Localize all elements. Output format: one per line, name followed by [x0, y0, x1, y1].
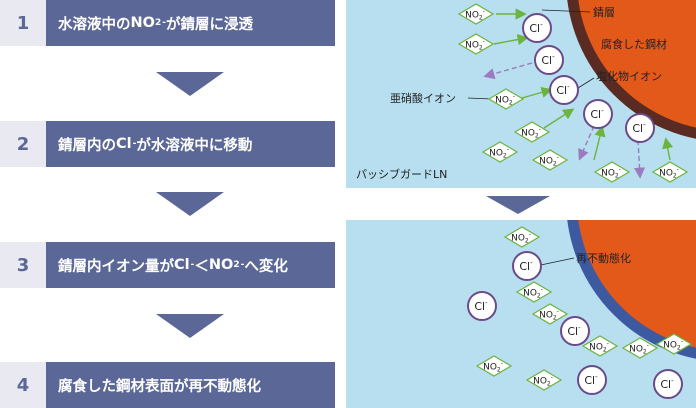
svg-text:Cl-: Cl- [474, 299, 488, 313]
step-number-4: 4 [0, 362, 46, 408]
svg-text:NO2-: NO2- [483, 361, 503, 374]
no2-ion: NO2- [525, 369, 563, 391]
label-chloride: 塩化物イオン [596, 69, 662, 83]
svg-text:Cl-: Cl- [541, 53, 555, 67]
svg-text:NO2-: NO2- [589, 341, 609, 354]
step-1-text-b: が錆層に浸透 [165, 16, 253, 33]
no2-ion: NO2- [515, 281, 553, 303]
cl-ion: Cl- [625, 113, 655, 143]
svg-text:NO2-: NO2- [539, 155, 559, 168]
step-3-ion-cl-charge: - [190, 260, 195, 270]
step-2-ion: Cl [116, 136, 132, 152]
step-3-ion-no: NO [208, 257, 234, 273]
label-rust: 錆層 [593, 5, 615, 19]
step-3-less-than: ＜ [194, 258, 209, 275]
svg-text:Cl-: Cl- [519, 259, 533, 273]
svg-text:NO2-: NO2- [539, 309, 559, 322]
cl-ion: Cl- [560, 316, 590, 346]
svg-text:NO2-: NO2- [533, 375, 553, 388]
svg-text:NO2-: NO2- [521, 127, 541, 140]
svg-text:NO2-: NO2- [601, 167, 621, 180]
no2-ion: NO2- [593, 161, 631, 183]
step-2-ion-charge: - [132, 139, 137, 149]
no2-ion: NO2- [651, 161, 689, 183]
no2-ion: NO2- [513, 121, 551, 143]
cl-ion: Cl- [522, 13, 552, 43]
step-1-ion: NO [130, 15, 155, 31]
step-3-ion-cl: Cl [174, 257, 190, 273]
svg-text:NO2-: NO2- [663, 339, 683, 352]
no2-ion: NO2- [581, 335, 619, 357]
steel-top [578, 0, 696, 128]
step-number-2: 2 [0, 121, 46, 167]
down-arrow-1 [156, 72, 224, 96]
step-3-ion-no-charge: - [240, 260, 245, 270]
no2-ion: NO2- [457, 3, 495, 25]
step-1-ion-sub: 2 [154, 18, 162, 28]
svg-text:Cl-: Cl- [632, 121, 646, 135]
step-2-text-a: 錆層内の [58, 137, 116, 154]
no2-ion: NO2- [457, 33, 495, 55]
svg-text:NO2-: NO2- [495, 94, 515, 107]
label-repassivation: 再不動態化 [576, 251, 631, 265]
label-product: パッシブガードLN [356, 167, 447, 181]
svg-text:Cl-: Cl- [556, 83, 570, 97]
step-3-ion-no-sub: 2 [233, 260, 240, 270]
cl-ion: Cl- [512, 251, 542, 281]
steel-bottom [578, 220, 696, 348]
svg-text:Cl-: Cl- [660, 377, 674, 391]
svg-text:Cl-: Cl- [584, 373, 598, 387]
svg-text:NO2-: NO2- [659, 167, 679, 180]
svg-text:Cl-: Cl- [567, 324, 581, 338]
svg-text:Cl-: Cl- [590, 107, 604, 121]
panel-after: 再不動態化 NO2- NO2- NO2- NO2- NO2- NO2- N [346, 220, 696, 408]
cl-ion: Cl- [534, 45, 564, 75]
cl-ion: Cl- [467, 291, 497, 321]
no2-ion: NO2- [531, 303, 569, 325]
step-1-text-a: 水溶液中の [58, 16, 131, 33]
cl-ion: Cl- [549, 75, 579, 105]
step-number-3: 3 [0, 242, 46, 288]
step-4: 腐食した鋼材表面が再不動態化 [46, 362, 335, 408]
down-arrow-3 [156, 314, 224, 338]
cl-ion: Cl- [583, 99, 613, 129]
no2-ion: NO2- [481, 141, 519, 163]
down-arrow-panel [486, 196, 550, 214]
step-3-text-b: へ変化 [244, 258, 288, 275]
no2-ion: NO2- [503, 226, 541, 248]
no2-ion: NO2- [531, 149, 569, 171]
panel-before: 錆層 腐食した鋼材 塩化物イオン 亜硝酸イオン パッシブガードLN NO2- N… [346, 0, 696, 188]
step-2-text-b: が水溶液中に移動 [136, 137, 253, 154]
step-3-text-a: 錆層内イオン量が [58, 258, 174, 275]
svg-text:NO2-: NO2- [465, 9, 485, 22]
step-4-text: 腐食した鋼材表面が再不動態化 [58, 378, 261, 395]
no2-ion: NO2- [621, 337, 659, 359]
cl-ion: Cl- [577, 365, 607, 395]
label-corroded-steel: 腐食した鋼材 [601, 37, 667, 51]
no2-ion: NO2- [487, 88, 525, 110]
no2-ion: NO2- [655, 333, 693, 355]
svg-text:NO2-: NO2- [523, 287, 543, 300]
svg-text:NO2-: NO2- [465, 39, 485, 52]
step-number-1: 1 [0, 0, 46, 46]
svg-text:Cl-: Cl- [529, 21, 543, 35]
svg-text:NO2-: NO2- [511, 232, 531, 245]
label-nitrite: 亜硝酸イオン [390, 91, 456, 105]
svg-text:NO2-: NO2- [629, 343, 649, 356]
down-arrow-2 [156, 192, 224, 216]
cl-ion: Cl- [653, 369, 683, 399]
no2-ion: NO2- [475, 355, 513, 377]
svg-text:NO2-: NO2- [489, 147, 509, 160]
step-1-ion-charge: - [162, 18, 166, 28]
